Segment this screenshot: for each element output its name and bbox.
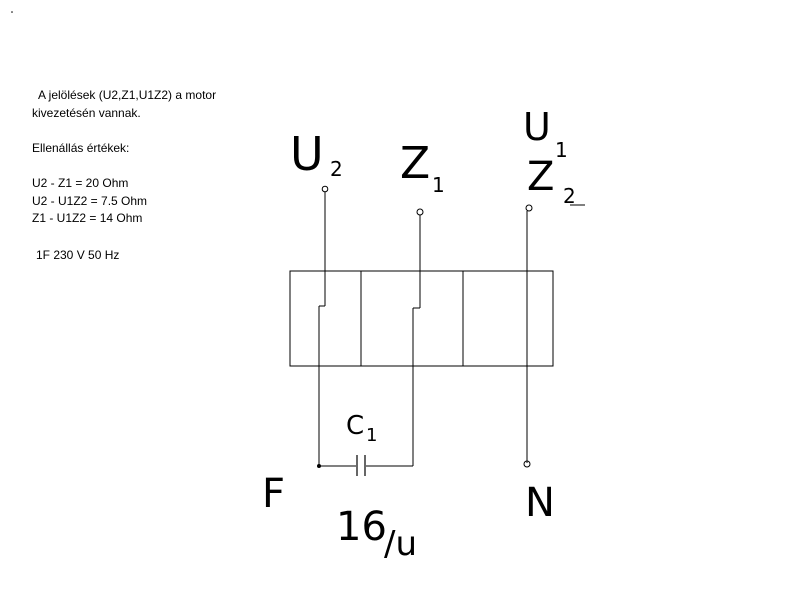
capacitor-value-unit: /u bbox=[384, 524, 417, 564]
intro-line-2: kivezetésén vannak. bbox=[32, 106, 141, 120]
label-u2-subscript: 2 bbox=[330, 157, 343, 181]
terminal-u2-dot bbox=[321, 185, 329, 193]
terminal-block bbox=[289, 270, 554, 367]
label-z2-subscript: 2 bbox=[563, 184, 576, 208]
neutral-connection-dot bbox=[523, 460, 531, 468]
label-z1-subscript: 1 bbox=[432, 173, 445, 197]
phase-label: F bbox=[262, 471, 285, 517]
terminal-u1z2-dot bbox=[525, 204, 533, 212]
resistance-value-u2-u1z2: U2 - U1Z2 = 7.5 Ohm bbox=[32, 194, 148, 208]
capacitor-value: 16 bbox=[336, 504, 387, 550]
terminal-z1-dot bbox=[416, 208, 424, 216]
stray-dot bbox=[11, 11, 13, 13]
supply-spec: 1F 230 V 50 Hz bbox=[36, 248, 120, 262]
label-z2: Z bbox=[527, 154, 554, 200]
capacitor-label-subscript: 1 bbox=[366, 425, 377, 446]
label-u1-subscript: 1 bbox=[555, 138, 568, 162]
neutral-label: N bbox=[525, 480, 555, 526]
intro-line-1: A jelölések (U2,Z1,U1Z2) a motor bbox=[38, 88, 217, 102]
capacitor-label: C bbox=[346, 411, 364, 441]
resistance-value-u2-z1: U2 - Z1 = 20 Ohm bbox=[32, 176, 129, 190]
resistance-heading: Ellenállás értékek: bbox=[32, 141, 130, 155]
label-u1: U bbox=[523, 105, 551, 149]
phase-connection-dot bbox=[317, 464, 321, 468]
label-z1: Z bbox=[400, 138, 430, 189]
resistance-value-z1-u1z2: Z1 - U1Z2 = 14 Ohm bbox=[32, 211, 143, 225]
label-u2: U bbox=[290, 127, 324, 181]
